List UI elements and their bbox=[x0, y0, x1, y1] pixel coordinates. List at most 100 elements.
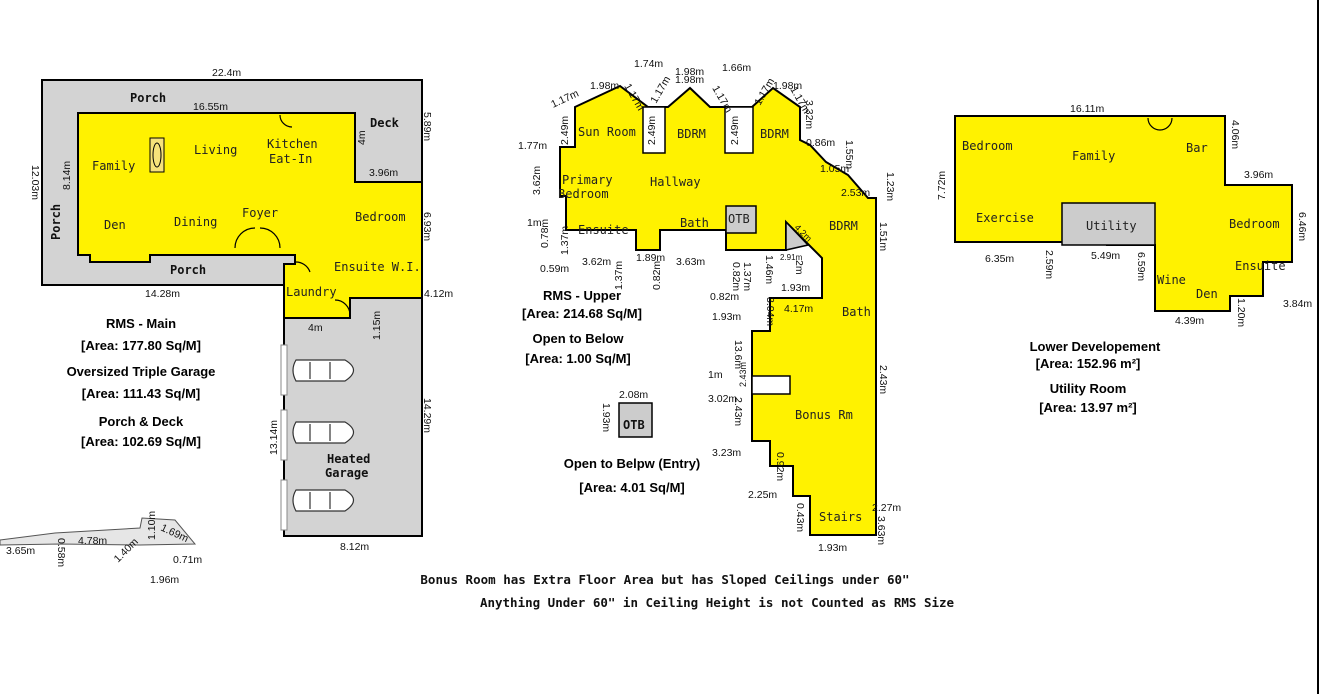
partial-plan-fragment: 3.65m 0.58m 4.78m 1.10m 1.69m 1.40m 0.71… bbox=[0, 511, 202, 586]
dimension-label: 2m bbox=[793, 260, 805, 275]
room-label: Bedroom bbox=[1229, 217, 1280, 231]
area-value: [Area: 13.97 m²] bbox=[1039, 400, 1137, 415]
dimension-label: 1.98m bbox=[675, 66, 704, 78]
room-label: Exercise bbox=[976, 211, 1034, 225]
open-notch bbox=[724, 106, 754, 154]
dimension-label: 2.43m bbox=[877, 365, 889, 394]
dimension-label: 3.96m bbox=[1244, 169, 1273, 181]
dimension-label: 1.15m bbox=[371, 311, 383, 340]
open-to-below-box bbox=[725, 205, 757, 234]
dimension-label: 2.25m bbox=[748, 489, 777, 501]
dimension-label: 0.92m bbox=[774, 452, 786, 481]
dimension-label: 1.20m bbox=[1235, 298, 1247, 327]
room-label: Bedroom bbox=[962, 139, 1013, 153]
area-title: Porch & Deck bbox=[99, 414, 184, 429]
dimension-label: 3.63m bbox=[676, 256, 705, 268]
room-label: Garage bbox=[325, 466, 368, 480]
area-title: Utility Room bbox=[1050, 381, 1127, 396]
garage-window bbox=[280, 409, 288, 461]
door-icon bbox=[279, 114, 293, 128]
dimension-label: 3.65m bbox=[6, 545, 35, 557]
dimension-label: 1m bbox=[708, 369, 723, 381]
open-notch bbox=[642, 106, 666, 154]
dimension-label: 4.17m bbox=[784, 303, 813, 315]
upper-floor-plan: Sun Room BDRM BDRM Primary Bedroom Hallw… bbox=[518, 58, 901, 554]
dimension-label: 1.77m bbox=[518, 140, 547, 152]
dimension-label: 14.29m bbox=[421, 398, 433, 433]
dimension-label: 6.46m bbox=[1296, 212, 1308, 241]
room-label: Bedroom bbox=[558, 187, 609, 201]
dimension-label: 3.32m bbox=[803, 100, 815, 129]
area-value: [Area: 152.96 m²] bbox=[1036, 356, 1141, 371]
room-label: Sun Room bbox=[578, 125, 636, 139]
dimension-label: 13.14m bbox=[268, 420, 280, 455]
dimension-label: 0.86m bbox=[806, 137, 835, 149]
dimension-label: 0.43m bbox=[794, 503, 806, 532]
dimension-label: 1.23m bbox=[884, 172, 896, 201]
dimension-label: 3.02m bbox=[708, 393, 737, 405]
dimension-label: 3.84m bbox=[1283, 298, 1312, 310]
dimension-label: 4.78m bbox=[78, 535, 107, 547]
room-label: Utility bbox=[1086, 219, 1137, 233]
room-label: Heated bbox=[327, 452, 370, 466]
dimension-label: 1.51m bbox=[877, 222, 889, 251]
area-value: [Area: 111.43 Sq/M] bbox=[82, 386, 201, 401]
area-title: RMS - Main bbox=[106, 316, 176, 331]
utility-room bbox=[1061, 202, 1156, 246]
dimension-label: 2.49m bbox=[559, 116, 571, 145]
room-label: BDRM bbox=[677, 127, 706, 141]
room-label: Family bbox=[92, 159, 135, 173]
room-label: Kitchen bbox=[267, 137, 318, 151]
door-icon bbox=[259, 227, 281, 249]
area-value: [Area: 177.80 Sq/M] bbox=[81, 338, 201, 353]
room-label: Porch bbox=[49, 204, 63, 240]
room-label: Family bbox=[1072, 149, 1115, 163]
area-value: [Area: 214.68 Sq/M] bbox=[522, 306, 642, 321]
car-icon bbox=[292, 421, 355, 444]
room-label: Porch bbox=[130, 91, 166, 105]
dimension-label: 6.93m bbox=[421, 212, 433, 241]
room-label: Ensuite bbox=[578, 223, 629, 237]
dimension-label: 0.71m bbox=[173, 554, 202, 566]
dimension-label: 16.55m bbox=[193, 101, 228, 113]
room-label: OTB bbox=[623, 418, 645, 432]
dimension-label: 3.62m bbox=[531, 166, 543, 195]
room-label: Foyer bbox=[242, 206, 278, 220]
dimension-label: 1.89m bbox=[636, 252, 665, 264]
dimension-label: 1.05m bbox=[820, 163, 849, 175]
dimension-label: 2.53m bbox=[841, 187, 870, 199]
room-label: Bath bbox=[680, 216, 709, 230]
open-to-below-box bbox=[618, 402, 653, 438]
car-icon bbox=[292, 359, 355, 382]
upper-living-area bbox=[559, 84, 877, 536]
dimension-label: 2.91m bbox=[780, 253, 803, 262]
room-label: Wine bbox=[1157, 273, 1186, 287]
dimension-label: 1.37m bbox=[613, 261, 625, 290]
dimension-label: 0.78m bbox=[539, 219, 551, 248]
dimension-label: 1.93m bbox=[818, 542, 847, 554]
dimension-label: 1.55m bbox=[843, 140, 855, 169]
dimension-label: 1.17m bbox=[648, 74, 673, 105]
room-label: Dining bbox=[174, 215, 217, 229]
open-to-below-triangle bbox=[785, 220, 810, 251]
dimension-label: 2.59m bbox=[1043, 250, 1055, 279]
door-icon bbox=[294, 261, 311, 273]
dimension-label: 3.63m bbox=[875, 516, 887, 545]
open-notch bbox=[751, 375, 791, 395]
dimension-label: 3.96m bbox=[369, 167, 398, 179]
dimension-label: 4m bbox=[356, 130, 368, 145]
door-icon bbox=[1159, 117, 1173, 131]
dimension-label: 1.10m bbox=[146, 511, 158, 540]
room-label: Primary bbox=[562, 173, 613, 187]
dimension-label: 0.82m bbox=[710, 291, 739, 303]
lower-level-plan: Bedroom Family Bar Exercise Utility Bedr… bbox=[936, 103, 1312, 415]
dimension-label: 5.89m bbox=[421, 112, 433, 141]
main-floor-plan: Porch Family Living Kitchen Eat-In Deck … bbox=[29, 67, 453, 553]
dimension-label: 2.43m bbox=[738, 362, 748, 387]
dimension-label: 1.98m bbox=[590, 80, 619, 92]
dimension-label: 1.37m bbox=[559, 226, 571, 255]
dimension-label: 1.37m bbox=[741, 262, 753, 291]
room-label: BDRM bbox=[760, 127, 789, 141]
dimension-label: 5.49m bbox=[1091, 250, 1120, 262]
